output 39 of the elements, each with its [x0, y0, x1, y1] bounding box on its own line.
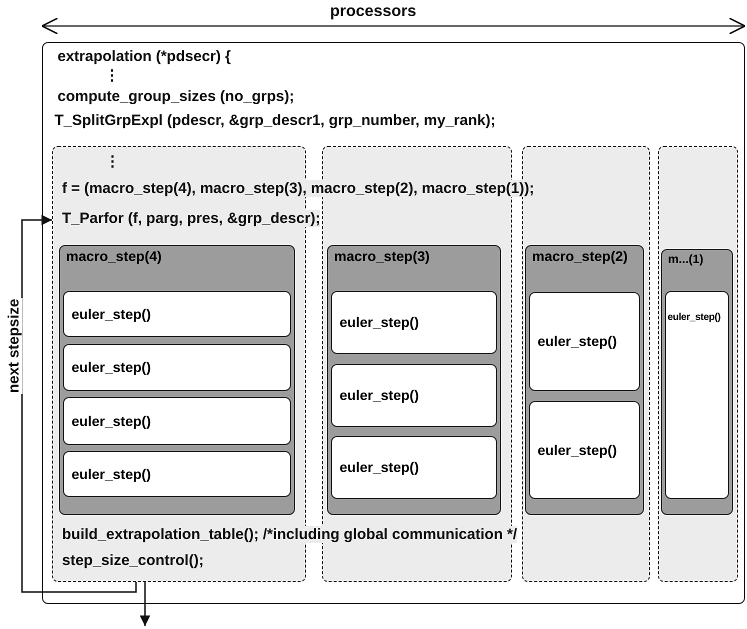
code-line: compute_group_sizes (no_grps); — [58, 88, 294, 104]
euler-step-box — [62, 290, 290, 336]
ellipsis-dots: ⋮ — [105, 152, 120, 170]
function-call-text: euler_step() — [72, 466, 151, 482]
euler-step-box — [528, 400, 640, 498]
function-call-text: euler_step() — [340, 387, 419, 403]
macro-step-box — [661, 249, 733, 515]
processor-group-box — [658, 146, 738, 582]
macro-step-title: macro_step(4) — [66, 248, 162, 264]
euler-step-box — [62, 450, 290, 496]
euler-step-box — [330, 290, 496, 354]
function-call-text: euler_step() — [340, 459, 419, 475]
code-line: T_SplitGrpExpl (pdescr, &grp_descr1, grp_number, my_rank); — [54, 112, 496, 128]
arrow — [140, 582, 150, 626]
euler-step-box — [664, 290, 728, 498]
macro-step-box — [59, 245, 295, 515]
function-call-text: euler_step() — [668, 312, 721, 322]
arrow — [21, 214, 137, 593]
euler-step-box — [62, 396, 290, 444]
euler-step-box — [528, 292, 640, 390]
euler-step-box — [62, 344, 290, 390]
macro-step-box — [525, 245, 644, 515]
euler-step-box — [330, 436, 496, 498]
macro-step-title: macro_step(3) — [334, 248, 430, 264]
macro-step-box — [327, 245, 501, 515]
macro-step-title: macro_step(2) — [532, 248, 628, 264]
code-block-frame — [42, 42, 745, 604]
function-call-text: euler_step() — [72, 306, 151, 322]
edge-label: next stepsize — [6, 298, 22, 394]
function-call-text: euler_step() — [538, 442, 617, 458]
euler-step-box — [330, 364, 496, 426]
code-line: extrapolation (*pdsecr) { — [58, 48, 231, 64]
function-call-text: euler_step() — [72, 412, 151, 428]
function-call-text: euler_step() — [340, 314, 419, 330]
macro-step-title: m...(1) — [668, 252, 704, 266]
function-call-text: euler_step() — [538, 333, 617, 349]
ellipsis-dots: ⋮ — [104, 66, 120, 84]
axis-label: processors — [330, 3, 416, 21]
function-call-text: euler_step() — [72, 359, 151, 375]
